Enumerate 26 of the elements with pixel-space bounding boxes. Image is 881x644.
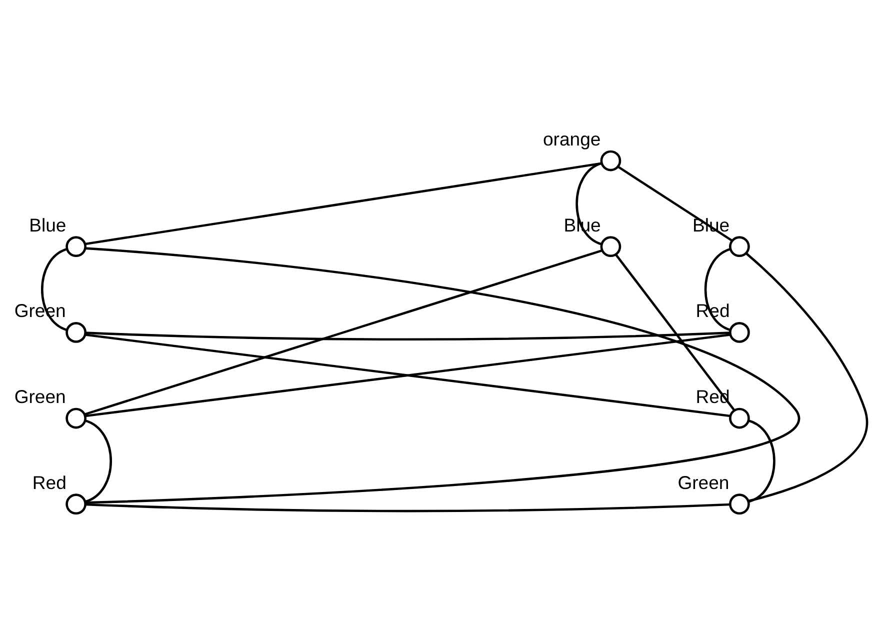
- node-circle: [729, 322, 750, 343]
- connector: [745, 252, 868, 502]
- node-circle: [66, 236, 86, 258]
- connector: [748, 420, 776, 503]
- connector: [85, 247, 800, 504]
- node-circle: [729, 494, 750, 515]
- connector: [84, 249, 602, 416]
- node-label: Green: [14, 386, 66, 407]
- node-label: Green: [678, 472, 730, 493]
- node-label: Blue: [29, 214, 66, 236]
- node-circle: [600, 236, 622, 258]
- connector: [85, 503, 730, 512]
- connector: [85, 162, 602, 246]
- connector: [85, 332, 730, 341]
- node-label: Red: [32, 472, 66, 493]
- connector: [617, 166, 733, 242]
- node-circle: [729, 236, 750, 258]
- node-circle: [729, 408, 750, 429]
- connector: [84, 420, 112, 503]
- node-circle: [66, 408, 86, 429]
- node-circle: [66, 494, 86, 515]
- node-label: orange: [542, 128, 601, 150]
- connector: [40, 248, 68, 332]
- node-circle: [66, 322, 86, 343]
- connector: [615, 254, 736, 412]
- node-circle: [600, 150, 622, 172]
